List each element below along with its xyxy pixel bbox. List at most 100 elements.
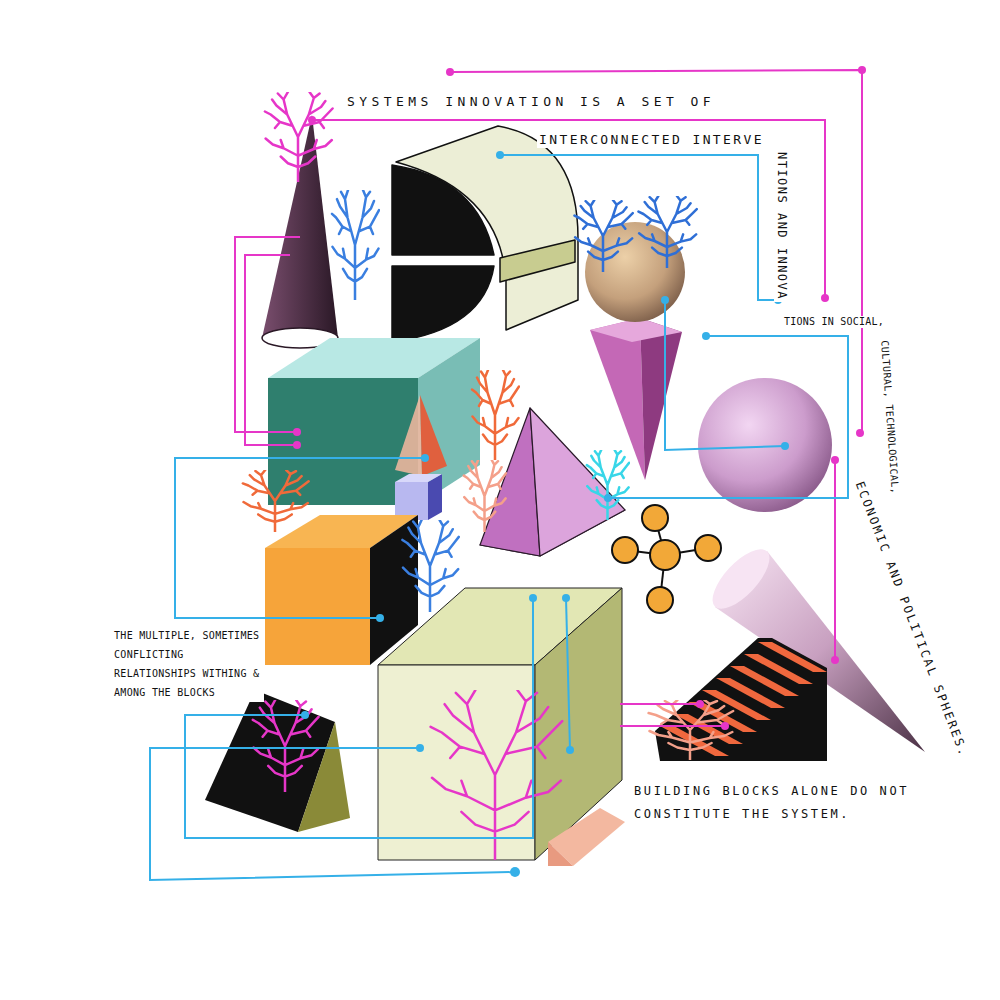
leader-dot: [510, 867, 520, 877]
coral: [464, 460, 506, 532]
leader-dots: [301, 151, 789, 877]
leader-dot: [308, 116, 316, 124]
leader-dot: [858, 66, 866, 74]
leader-dot: [831, 656, 839, 664]
annotation-text: BUILDING BLOCKS ALONE DO NOT CONSTITUTE …: [632, 780, 922, 826]
wedge-face: [548, 842, 573, 866]
atom: [612, 537, 638, 563]
leader-line: [566, 598, 570, 750]
atom: [695, 535, 721, 561]
leader-line: [665, 300, 785, 450]
leader-lines: [235, 70, 862, 726]
leader-dot: [696, 700, 704, 708]
leader-line: [620, 725, 725, 727]
leader-line: [150, 748, 515, 880]
coral: [649, 700, 734, 760]
stair-step: [730, 666, 799, 696]
coral: [574, 200, 632, 272]
pyramid-face: [640, 318, 682, 480]
coral: [332, 190, 379, 300]
molecule: [612, 505, 721, 613]
leader-line: [175, 458, 425, 618]
pyramid-face: [530, 408, 625, 556]
cone-base: [703, 540, 778, 617]
cone-body: [262, 115, 338, 348]
d-block-face: [392, 266, 494, 342]
pyramid-face: [420, 395, 447, 476]
annotation-text: TIONS IN SOCIAL,: [782, 316, 886, 328]
leader-dot: [566, 746, 574, 754]
leader-dot: [856, 429, 864, 437]
d-block-face: [392, 165, 494, 255]
stair-step: [758, 642, 827, 672]
coral: [587, 450, 629, 520]
staircase: [655, 638, 827, 761]
cube-face: [395, 482, 428, 520]
annotation-text: NTIONS AND INNOVA: [774, 150, 788, 302]
stair-step: [716, 678, 785, 708]
leader-line: [608, 336, 848, 498]
coral: [402, 520, 458, 612]
leader-line: [500, 155, 778, 300]
leader-lines: [150, 155, 848, 880]
d-block-slot: [500, 240, 575, 282]
leader-dot: [496, 151, 504, 159]
wedge-face: [548, 808, 625, 866]
coral: [431, 690, 563, 860]
atom: [642, 505, 668, 531]
annotation-text: THE MULTIPLE, SOMETIMES CONFLICTING RELA…: [112, 626, 264, 702]
annotation-text: CULTURAL, TECHNOLOGICAL,: [879, 338, 901, 496]
annotation-text: ECONOMIC AND POLITICAL SPHERES.: [851, 478, 971, 761]
small-cube: [395, 474, 442, 520]
inverted-pyramid: [590, 318, 682, 480]
leader-dot: [721, 722, 729, 730]
leader-line: [450, 70, 862, 433]
leader-line: [620, 703, 700, 705]
stair-step: [702, 690, 771, 720]
black-prism: [205, 690, 350, 832]
cube-face: [428, 474, 442, 520]
coral: [265, 92, 333, 182]
leader-dot: [293, 428, 301, 436]
leader-dot: [562, 594, 570, 602]
atom: [647, 587, 673, 613]
leader-dot: [421, 454, 429, 462]
annotation-text: SYSTEMS INNOVATION IS A SET OF: [345, 95, 717, 110]
leader-dot: [293, 441, 301, 449]
leader-dot: [702, 332, 710, 340]
leader-dot: [416, 744, 424, 752]
coral: [472, 370, 519, 460]
cube-face: [265, 548, 370, 665]
leader-dots: [293, 66, 866, 730]
stair-step: [744, 654, 813, 684]
coral: [638, 196, 696, 268]
orange-cube: [265, 515, 418, 665]
prism-face: [298, 722, 350, 832]
leader-dot: [831, 456, 839, 464]
leader-dot: [661, 296, 669, 304]
leader-dot: [604, 494, 612, 502]
leader-line: [245, 255, 297, 445]
coral: [243, 470, 309, 532]
atom: [650, 540, 680, 570]
leader-dot: [376, 614, 384, 622]
pyramid-face: [395, 395, 422, 476]
leader-line: [834, 460, 836, 660]
leader-dot: [529, 594, 537, 602]
leader-line: [312, 120, 825, 296]
small-pyramid: [395, 395, 447, 476]
pink-sphere: [698, 378, 832, 512]
teal-box: [268, 338, 480, 505]
wedge: [548, 808, 625, 866]
coral: [253, 700, 319, 792]
cone: [262, 115, 338, 348]
tan-sphere: [585, 222, 685, 322]
leader-dot: [821, 294, 829, 302]
stair-body: [655, 638, 827, 761]
d-block: [392, 126, 578, 342]
annotation-text: INTERCONNECTED INTERVE: [537, 133, 766, 148]
leader-dot: [301, 711, 309, 719]
leader-dot: [446, 68, 454, 76]
